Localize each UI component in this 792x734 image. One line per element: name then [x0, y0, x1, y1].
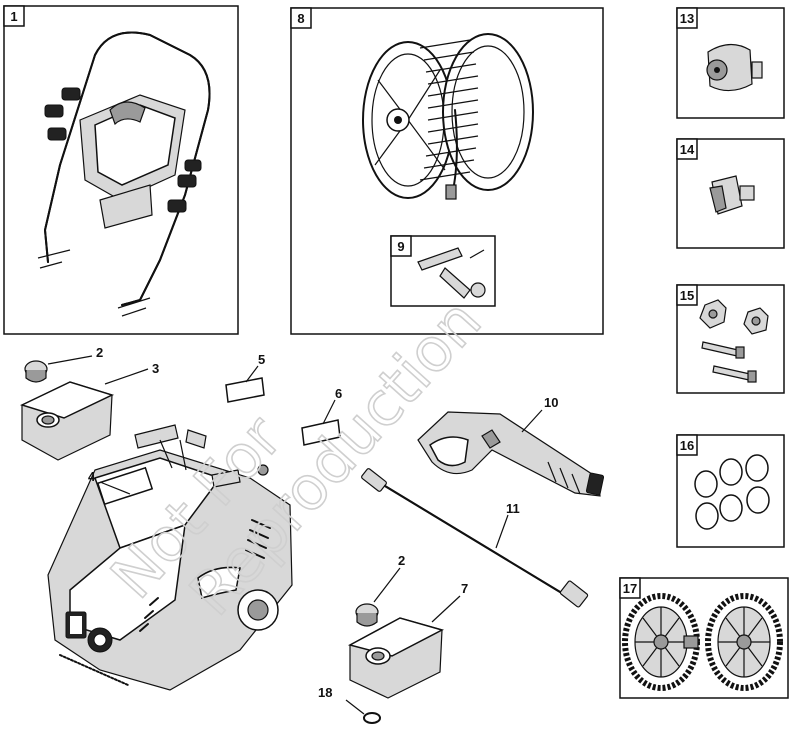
label-decal-5 — [225, 365, 265, 403]
panel-8-label: 8 — [297, 11, 304, 26]
pressure-washer-body — [47, 424, 293, 691]
panel-17: 17 — [619, 577, 789, 699]
o-rings-illustration — [694, 454, 770, 530]
wheels-illustration — [622, 593, 783, 691]
panel-16-label: 16 — [680, 438, 694, 453]
panel-13: 13 — [676, 7, 785, 119]
panel-9-label: 9 — [397, 239, 404, 254]
panel-14: 14 — [676, 138, 785, 249]
panel-9: 9 — [390, 235, 496, 307]
hose-reel-illustration — [362, 33, 534, 200]
tank-part-3 — [19, 368, 149, 461]
panel-17-label: 17 — [623, 581, 637, 596]
panel-16: 16 — [676, 434, 785, 548]
panel-1: 1 — [3, 5, 239, 335]
panel-13-label: 13 — [680, 11, 694, 26]
adapter-illustration — [709, 175, 755, 215]
tank-part-7 — [347, 595, 461, 699]
cap-part-2 — [24, 355, 93, 383]
clip-part-18 — [345, 699, 381, 724]
nozzle-illustration — [706, 43, 763, 92]
callout-18: 18 — [318, 685, 332, 700]
crank-handle-illustration — [417, 247, 486, 299]
panel-15: 15 — [676, 284, 785, 394]
callout-10: 10 — [544, 395, 558, 410]
callout-2-top: 2 — [96, 345, 103, 360]
callout-5: 5 — [258, 352, 265, 367]
callout-4: 4 — [88, 469, 96, 484]
callout-6: 6 — [335, 386, 342, 401]
panel-14-label: 14 — [680, 142, 695, 157]
label-decal-6 — [301, 399, 341, 446]
callout-2-bottom: 2 — [398, 553, 405, 568]
callout-3: 3 — [152, 361, 159, 376]
wand-part-11 — [361, 468, 589, 608]
callout-7: 7 — [461, 581, 468, 596]
cap-part-2-lower — [355, 567, 401, 627]
knobs-bolts-illustration — [699, 299, 769, 383]
spray-gun-part-10 — [417, 409, 605, 497]
panel-15-label: 15 — [680, 288, 694, 303]
handle-frame-illustration — [37, 31, 211, 317]
panel-1-label: 1 — [10, 9, 17, 24]
callout-11: 11 — [506, 501, 520, 516]
